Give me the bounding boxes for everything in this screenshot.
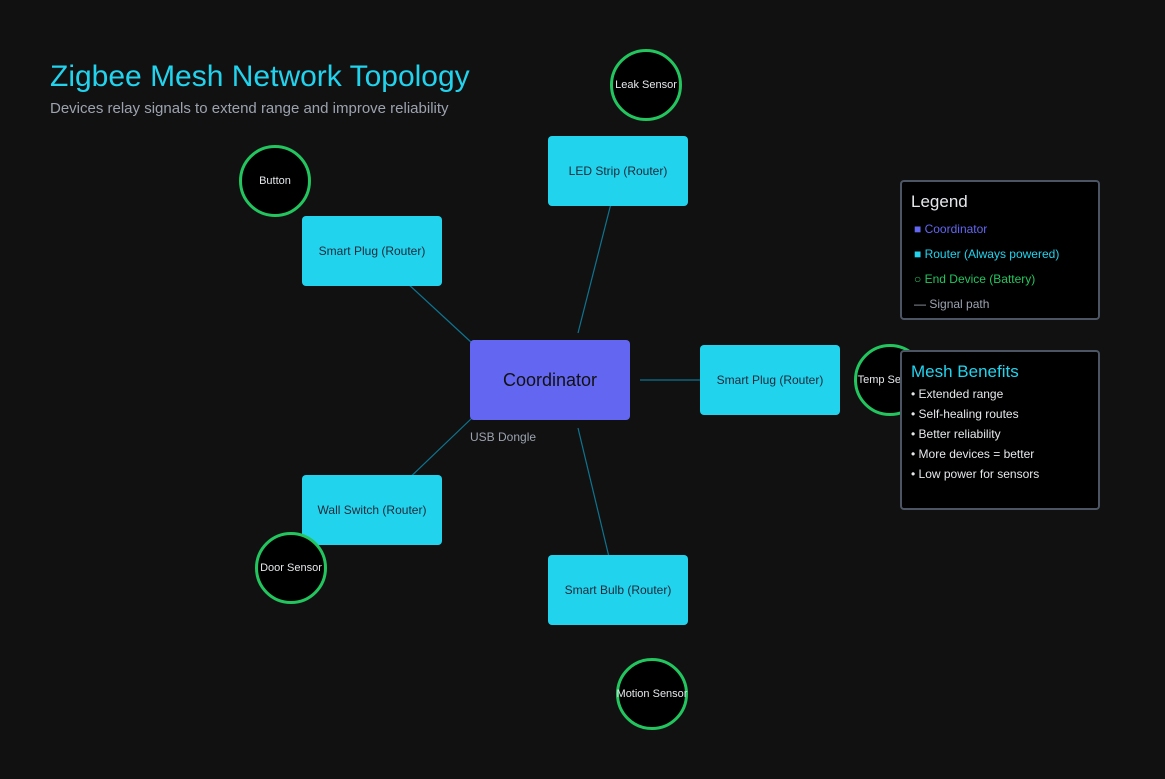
router-led-strip[interactable]: LED Strip (Router) (548, 136, 688, 206)
coordinator-node[interactable]: Coordinator (470, 340, 630, 420)
router-wall-switch[interactable]: Wall Switch (Router) (302, 475, 442, 545)
page-title: Zigbee Mesh Network Topology (50, 60, 470, 93)
router-smart-plug-left[interactable]: Smart Plug (Router) (302, 216, 442, 286)
benefit-item: • Extended range (911, 387, 1004, 401)
coordinator-square-icon: ■ (914, 222, 922, 236)
router-smart-bulb[interactable]: Smart Bulb (Router) (548, 555, 688, 625)
router-smart-plug-right[interactable]: Smart Plug (Router) (700, 345, 840, 415)
legend-item-router: ■ Router (Always powered) (914, 247, 1059, 261)
page-subtitle: Devices relay signals to extend range an… (50, 100, 449, 117)
legend-item-coordinator: ■ Coordinator (914, 222, 987, 236)
end-device-motion-sensor[interactable]: Motion Sensor (616, 658, 688, 730)
legend-panel: Legend ■ Coordinator ■ Router (Always po… (900, 180, 1100, 320)
end-device-leak-sensor[interactable]: Leak Sensor (610, 49, 682, 121)
signal-line-icon: — (914, 297, 926, 311)
legend-title: Legend (911, 192, 968, 211)
legend-label-end-device: End Device (Battery) (924, 272, 1036, 286)
router-square-icon: ■ (914, 247, 922, 261)
legend-item-signal: — Signal path (914, 297, 989, 311)
benefits-title: Mesh Benefits (911, 362, 1019, 381)
benefit-item: • Low power for sensors (911, 467, 1040, 481)
end-device-button[interactable]: Button (239, 145, 311, 217)
legend-label-coordinator: Coordinator (924, 222, 988, 236)
mesh-benefits-panel: Mesh Benefits • Extended range • Self-he… (900, 350, 1100, 510)
end-device-circle-icon: ○ (914, 272, 922, 286)
end-device-door-sensor[interactable]: Door Sensor (255, 532, 327, 604)
benefit-item: • Self-healing routes (911, 407, 1019, 421)
legend-label-signal: Signal path (929, 297, 990, 311)
benefit-item: • Better reliability (911, 427, 1001, 441)
legend-item-end-device: ○ End Device (Battery) (914, 272, 1035, 286)
benefit-item: • More devices = better (911, 447, 1035, 461)
legend-label-router: Router (Always powered) (924, 247, 1060, 261)
coordinator-caption: USB Dongle (470, 430, 537, 444)
